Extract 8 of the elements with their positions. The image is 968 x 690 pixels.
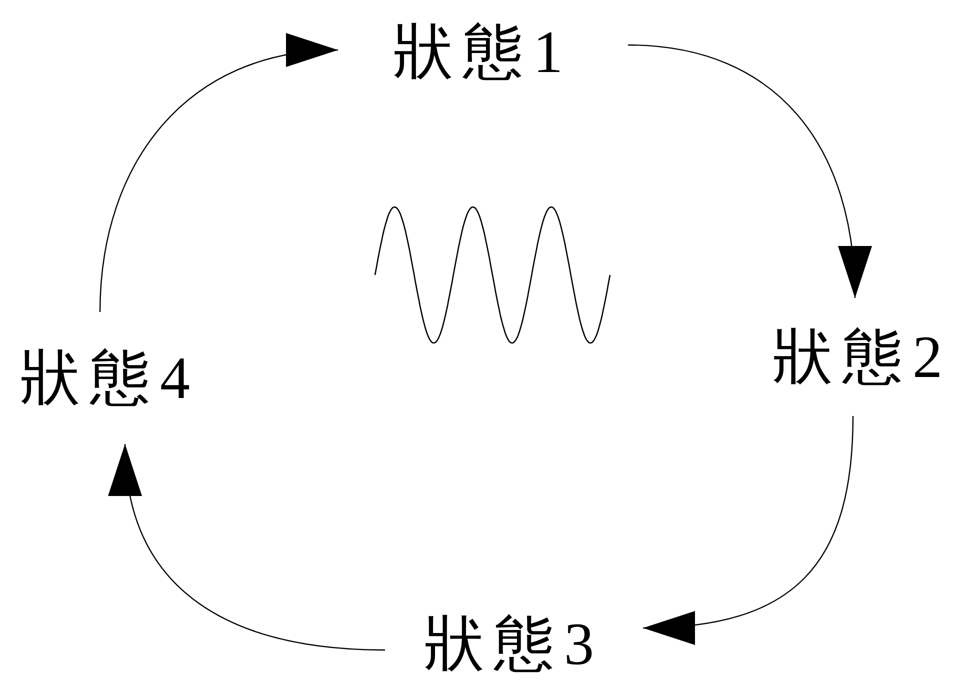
curved-arrow [111, 444, 386, 651]
curved-arrow [99, 36, 338, 312]
curved-arrow [642, 416, 854, 644]
curved-arrow [628, 44, 870, 298]
state-label: 狀態3 [385, 604, 643, 684]
state-label: 狀態4 [5, 312, 215, 444]
state-label: 狀態2 [760, 298, 965, 416]
state-label: 狀態1 [338, 14, 628, 90]
